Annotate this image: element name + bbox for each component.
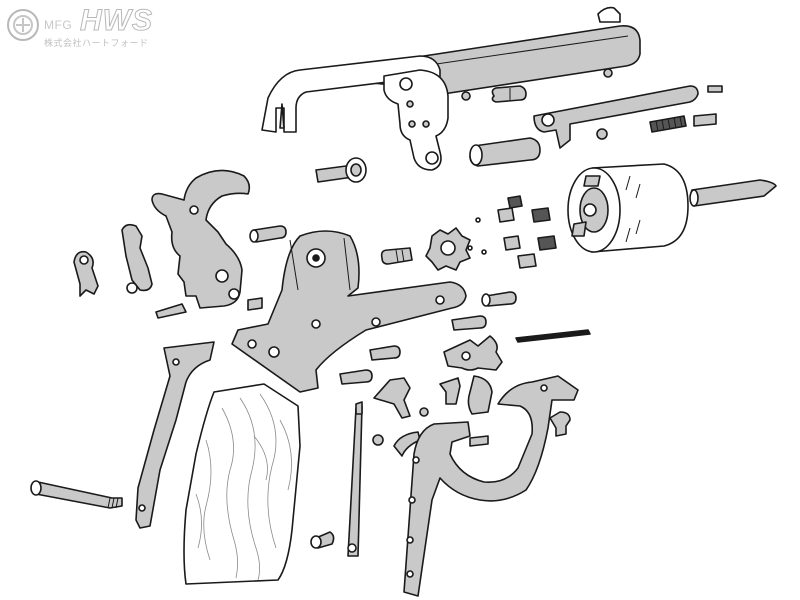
brand-emblem-icon xyxy=(7,9,39,41)
screw-part xyxy=(315,157,367,183)
cylinder-pin-part xyxy=(469,137,541,167)
frame-screw-part xyxy=(481,291,517,307)
guard-screw-part xyxy=(549,411,571,437)
roller-pin-part xyxy=(247,297,263,311)
hand-screw-part xyxy=(249,225,287,243)
small-pin-part xyxy=(469,435,489,447)
small-screw-part xyxy=(693,113,717,127)
trigger-part xyxy=(467,375,493,415)
cylinder-arbor-part xyxy=(689,179,777,207)
brand-logo: MFG HWS 株式会社ハートフォード xyxy=(6,4,176,50)
small-pin-part xyxy=(419,407,429,417)
hand-part xyxy=(121,223,153,294)
bolt-part xyxy=(73,250,99,297)
spring-part xyxy=(649,115,687,133)
sear-part xyxy=(443,335,503,371)
nipple-parts-cluster xyxy=(467,195,557,269)
trigger-screw-part xyxy=(380,247,413,265)
bolt-spring-part xyxy=(439,377,461,405)
rammer-part xyxy=(533,85,723,149)
lever-pin-part xyxy=(461,91,471,101)
frame-screw-part xyxy=(451,315,487,331)
frame-part xyxy=(231,230,467,393)
grip-bolt-part xyxy=(30,480,123,509)
base-pin-part xyxy=(491,85,527,103)
frame-screw-part xyxy=(339,369,373,385)
logo-mfg-text: MFG xyxy=(44,18,73,32)
grip-panel-part xyxy=(183,383,301,585)
trigger-guard-part xyxy=(403,375,579,597)
backstrap-part xyxy=(135,341,215,529)
ratchet-part xyxy=(425,227,471,271)
logo-brand-text: HWS xyxy=(80,4,153,38)
hammer-part xyxy=(151,169,251,309)
frame-screw-part xyxy=(369,345,401,361)
small-screw-part xyxy=(372,434,384,446)
small-screw-part xyxy=(310,531,335,549)
spring-strip-part xyxy=(347,401,363,557)
wedge-screw-part xyxy=(596,128,608,140)
cylinder-part xyxy=(567,163,689,253)
mainspring-part xyxy=(515,329,591,343)
loading-lever-part xyxy=(383,69,449,171)
hammer-pin-part xyxy=(155,303,187,319)
trigger-small-part xyxy=(373,377,411,419)
logo-company-text: 株式会社ハートフォード xyxy=(44,39,149,49)
